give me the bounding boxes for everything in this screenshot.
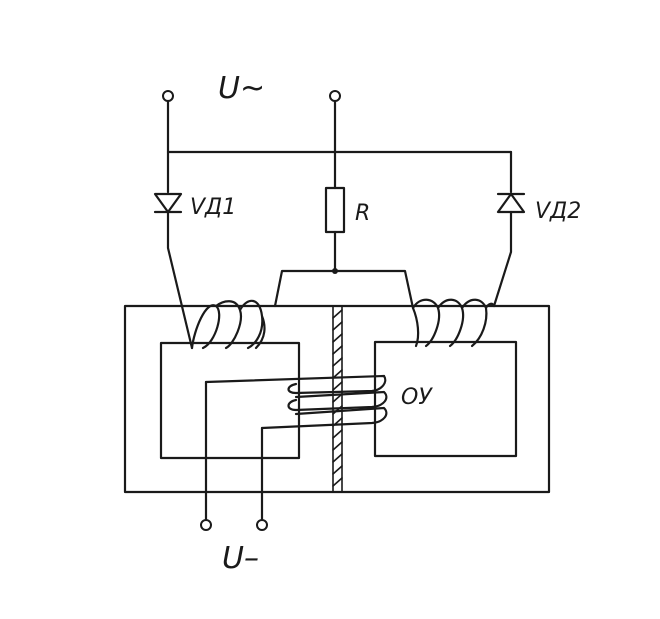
- ac-supply-label: U~: [218, 71, 265, 106]
- ac-terminal-left: [162, 90, 174, 102]
- dc-terminal-left: [200, 519, 212, 531]
- dc-output-label: U–: [222, 541, 259, 576]
- ac-terminal-right: [329, 90, 341, 102]
- right-ac-winding: [411, 298, 496, 348]
- wire-vd1-to-winding: [166, 210, 194, 350]
- core-left-window: [159, 341, 301, 460]
- core-outer-frame: [123, 304, 551, 494]
- control-winding-ou: [204, 374, 388, 430]
- control-winding-label: ОУ: [401, 385, 433, 410]
- left-ac-winding: [190, 299, 266, 350]
- core-center-limb: [332, 305, 343, 493]
- core-right-window: [373, 340, 518, 458]
- diode-vd1-label: VД1: [190, 195, 236, 220]
- wire-vd2-to-winding: [492, 210, 513, 308]
- wire-bridge: [273, 269, 415, 310]
- diode-vd2-label: VД2: [535, 199, 581, 224]
- dc-terminal-right: [256, 519, 268, 531]
- resistor-label: R: [355, 201, 370, 226]
- resistor-r: [324, 186, 346, 234]
- diode-vd2: [496, 192, 526, 214]
- diode-vd1: [153, 192, 183, 214]
